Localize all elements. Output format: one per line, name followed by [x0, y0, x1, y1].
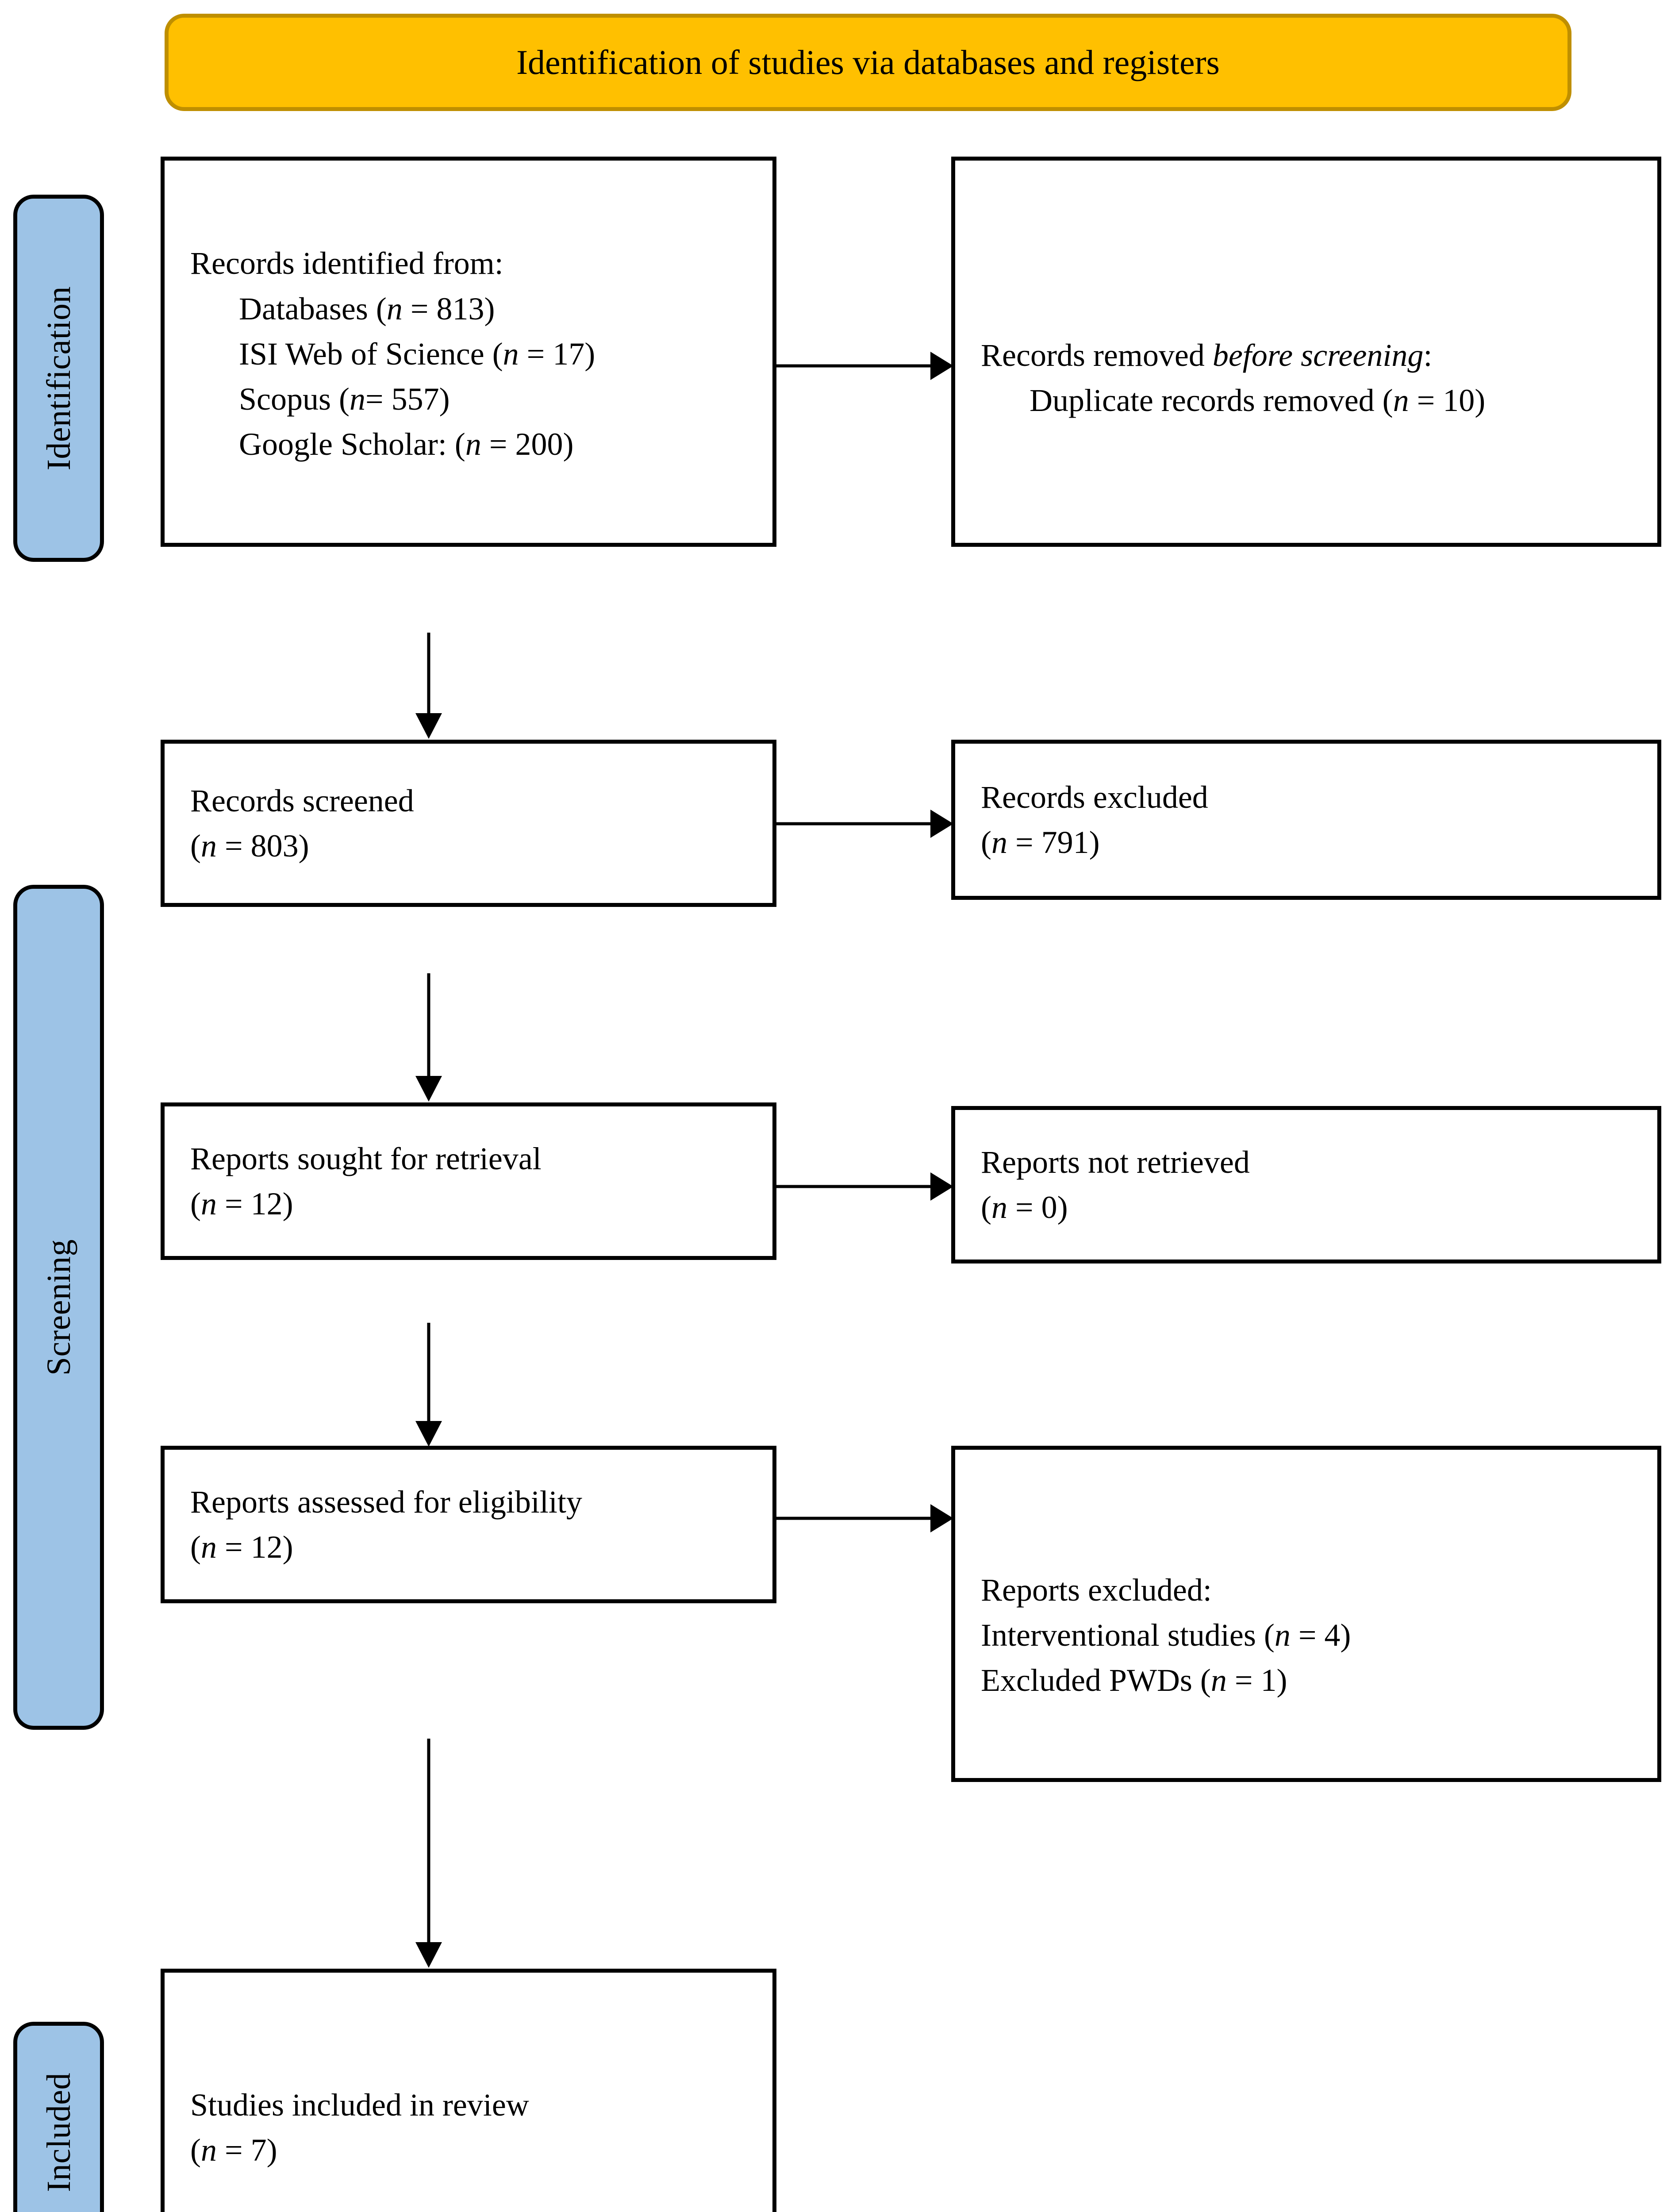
box-records-identified: Records identified from: Databases (n = … — [161, 157, 776, 547]
box-reports-not-retrieved: Reports not retrieved (n = 0) — [951, 1106, 1661, 1263]
arrow-head — [930, 1172, 953, 1201]
arrow-right-icon-assessed-to-reports-excluded — [776, 1504, 953, 1532]
arrow-down-icon-assessed-to-included — [415, 1739, 442, 1968]
records-removed-heading-tail: : — [1423, 337, 1433, 373]
arrow-stem — [427, 1739, 430, 1943]
phase-band-screening-label: Screening — [40, 1239, 77, 1376]
records-identified-scopus: Scopus (n= 557) — [239, 381, 450, 417]
arrow-head — [415, 1421, 442, 1447]
box-records-excluded: Records excluded (n = 791) — [951, 740, 1661, 900]
duplicate-records-removed: Duplicate records removed (n = 10) — [1030, 383, 1486, 418]
reports-assessed-label: Reports assessed for eligibility — [190, 1484, 582, 1520]
arrow-stem — [427, 973, 430, 1077]
arrow-down-icon-screened-to-sought — [415, 973, 442, 1102]
arrow-stem — [427, 1323, 430, 1422]
arrow-head — [415, 713, 442, 739]
header-banner: Identification of studies via databases … — [165, 14, 1571, 111]
arrow-right-icon-screened-to-excluded — [776, 810, 953, 838]
records-removed-heading: Records removed before screening: — [981, 333, 1632, 378]
box-records-screened: Records screened (n = 803) — [161, 740, 776, 907]
records-removed-heading-italic: before screening — [1212, 337, 1424, 373]
arrow-down-icon-identified-to-screened — [415, 633, 442, 739]
arrow-down-icon-sought-to-assessed — [415, 1323, 442, 1447]
arrow-stem — [776, 1185, 930, 1188]
arrow-stem — [776, 364, 930, 368]
records-screened-label: Records screened — [190, 783, 414, 818]
arrow-stem — [776, 1517, 930, 1520]
records-screened-count: (n = 803) — [190, 828, 309, 864]
reports-not-retrieved-count: (n = 0) — [981, 1190, 1068, 1225]
studies-included-count: (n = 7) — [190, 2132, 277, 2168]
box-records-removed-before-screening: Records removed before screening: Duplic… — [951, 157, 1661, 547]
records-removed-heading-plain: Records removed — [981, 337, 1213, 373]
box-studies-included-in-review: Studies included in review (n = 7) — [161, 1969, 776, 2212]
records-identified-google-scholar: Google Scholar: (n = 200) — [239, 426, 574, 462]
arrow-stem — [427, 633, 430, 715]
arrow-right-icon-sought-to-not-retrieved — [776, 1172, 953, 1201]
phase-band-identification-label: Identification — [40, 286, 77, 471]
box-reports-sought-for-retrieval: Reports sought for retrieval (n = 12) — [161, 1102, 776, 1260]
reports-sought-count: (n = 12) — [190, 1186, 293, 1221]
reports-sought-label: Reports sought for retrieval — [190, 1141, 542, 1176]
phase-band-included-label: Included — [40, 2073, 77, 2192]
arrow-head — [930, 1504, 953, 1532]
reports-assessed-count: (n = 12) — [190, 1529, 293, 1565]
reports-not-retrieved-label: Reports not retrieved — [981, 1144, 1250, 1180]
records-identified-databases: Databases (n = 813) — [239, 291, 495, 326]
arrow-stem — [776, 822, 930, 826]
phase-band-screening: Screening — [13, 885, 104, 1730]
header-banner-title: Identification of studies via databases … — [516, 43, 1220, 81]
studies-included-label: Studies included in review — [190, 2087, 529, 2123]
reports-excluded-interventional-studies: Interventional studies (n = 4) — [981, 1617, 1351, 1653]
records-identified-isi-web-of-science: ISI Web of Science (n = 17) — [239, 336, 595, 372]
arrow-head — [930, 352, 953, 380]
reports-excluded-pwds: Excluded PWDs (n = 1) — [981, 1663, 1287, 1698]
records-excluded-count: (n = 791) — [981, 825, 1100, 860]
arrow-head — [415, 1942, 442, 1968]
reports-excluded-heading: Reports excluded: — [981, 1572, 1212, 1608]
records-excluded-label: Records excluded — [981, 779, 1208, 815]
arrow-right-icon-identified-to-removed — [776, 352, 953, 380]
records-identified-heading: Records identified from: — [190, 246, 503, 281]
box-reports-assessed-for-eligibility: Reports assessed for eligibility (n = 12… — [161, 1446, 776, 1603]
phase-band-included: Included — [13, 2022, 104, 2212]
box-reports-excluded: Reports excluded: Interventional studies… — [951, 1446, 1661, 1782]
phase-band-identification: Identification — [13, 195, 104, 562]
arrow-head — [415, 1076, 442, 1102]
arrow-head — [930, 810, 953, 838]
